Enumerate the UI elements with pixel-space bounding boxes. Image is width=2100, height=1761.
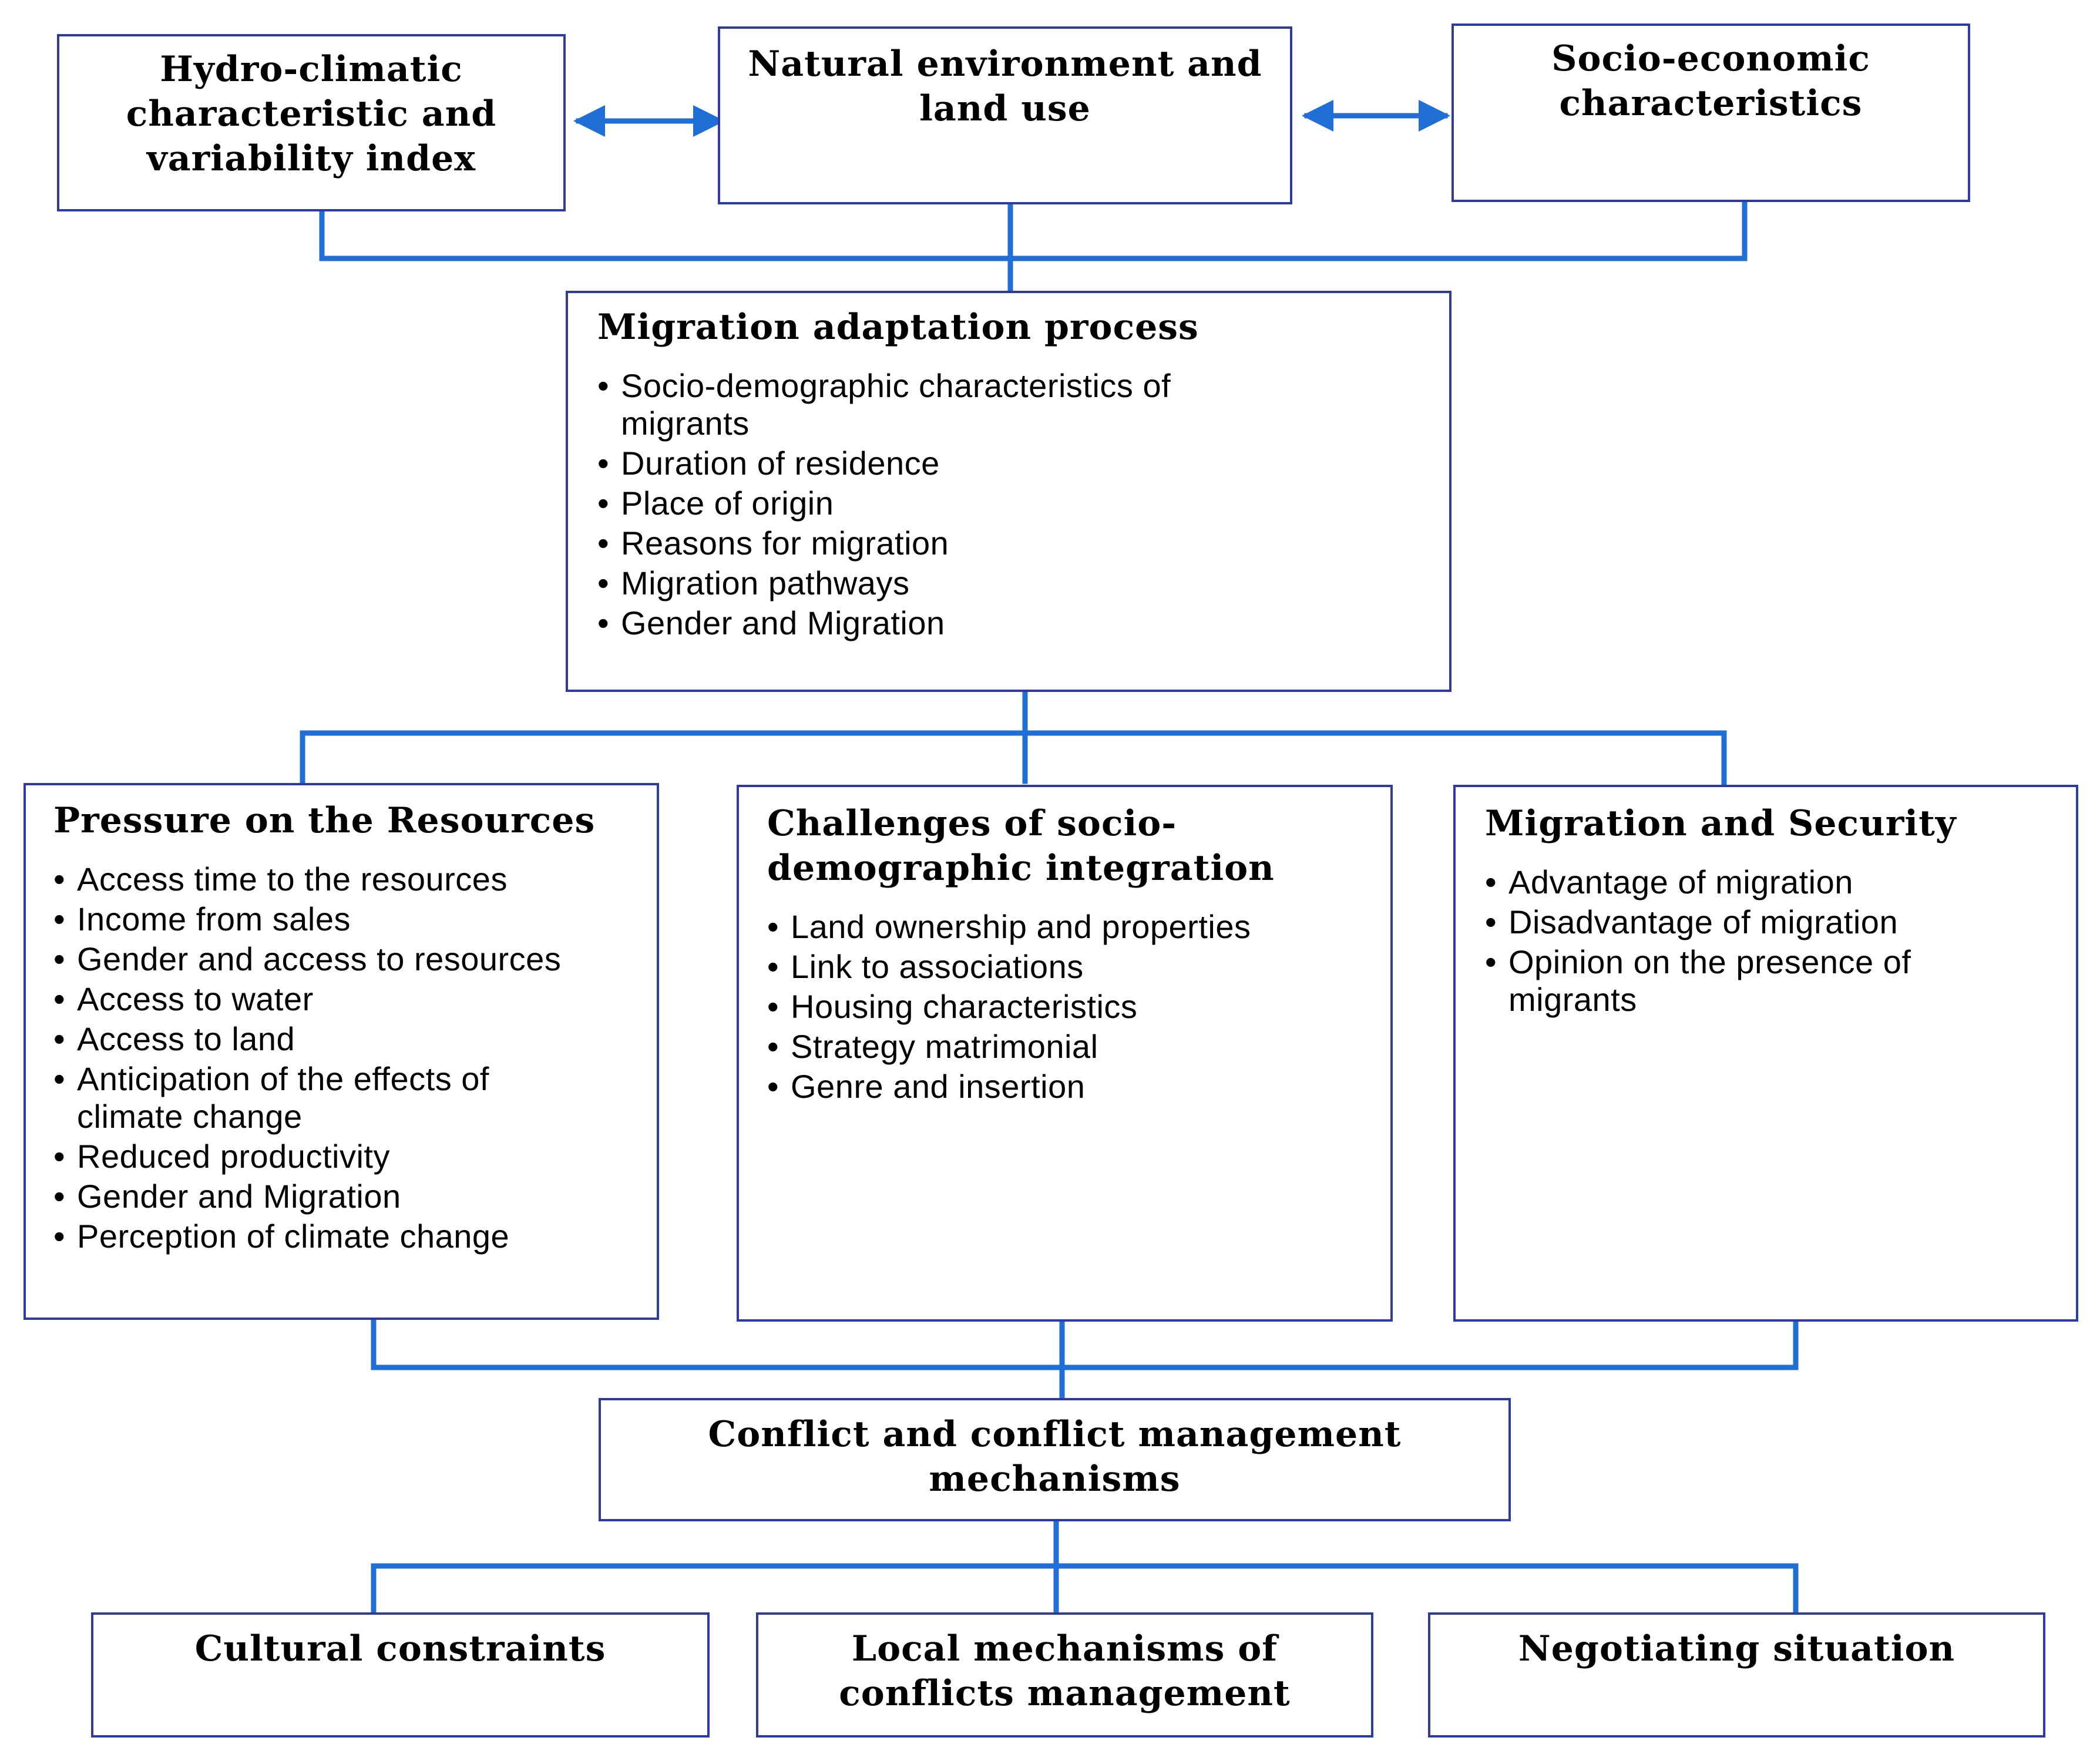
list-item: Reduced productivity: [53, 1138, 594, 1175]
cultural-constraints-box: Cultural constraints: [91, 1612, 710, 1738]
hydro-climatic-box: Hydro-climatic characteristic and variab…: [57, 34, 566, 211]
conflict-management-title: Conflict and conflict management mechani…: [708, 1414, 1402, 1500]
pressure-resources-box: Pressure on the Resources Access time to…: [23, 783, 659, 1320]
list-item: Gender and Migration: [53, 1178, 594, 1215]
list-item: Strategy matrimonial: [767, 1028, 1367, 1066]
list-item: Access to water: [53, 980, 594, 1018]
cultural-constraints-title: Cultural constraints: [194, 1628, 606, 1669]
natural-environment-title: Natural environment and land use: [748, 43, 1262, 129]
local-mechanisms-box: Local mechanisms of conflicts management: [756, 1612, 1373, 1738]
migration-adaptation-list: Socio-demographic characteristics of mig…: [597, 367, 1291, 642]
connector-migration-to-middle: [300, 689, 1727, 786]
list-item: Housing characteristics: [767, 988, 1367, 1026]
pressure-resources-title: Pressure on the Resources: [53, 800, 596, 841]
challenges-integration-box: Challenges of socio-demographic integrat…: [737, 785, 1393, 1322]
local-mechanisms-title: Local mechanisms of conflicts management: [839, 1628, 1291, 1714]
socio-economic-box: Socio-economic characteristics: [1451, 23, 1970, 202]
list-item: Anticipation of the effects of climate c…: [53, 1060, 594, 1135]
list-item: Disadvantage of migration: [1485, 903, 2014, 941]
connector-conflict-to-bottom: [371, 1518, 1799, 1615]
migration-adaptation-box: Migration adaptation process Socio-demog…: [566, 291, 1451, 692]
list-item: Place of origin: [597, 485, 1291, 522]
negotiating-situation-title: Negotiating situation: [1518, 1628, 1955, 1669]
list-item: Income from sales: [53, 900, 594, 938]
challenges-integration-title: Challenges of socio-demographic integrat…: [767, 803, 1275, 889]
list-item: Reasons for migration: [597, 525, 1291, 562]
list-item: Genre and insertion: [767, 1068, 1367, 1105]
list-item: Duration of residence: [597, 445, 1291, 482]
hydro-climatic-title: Hydro-climatic characteristic and variab…: [126, 49, 497, 179]
list-item: Migration pathways: [597, 564, 1291, 602]
natural-environment-box: Natural environment and land use: [718, 26, 1292, 204]
list-item: Land ownership and properties: [767, 908, 1367, 946]
migration-security-title: Migration and Security: [1485, 803, 1957, 844]
list-item: Perception of climate change: [53, 1218, 594, 1255]
migration-security-box: Migration and Security Advantage of migr…: [1453, 785, 2078, 1322]
list-item: Gender and Migration: [597, 604, 1291, 642]
connector-middle-to-conflict: [371, 1317, 1799, 1401]
migration-security-list: Advantage of migration Disadvantage of m…: [1485, 863, 2014, 1019]
list-item: Opinion on the presence of migrants: [1485, 943, 2014, 1019]
list-item: Gender and access to resources: [53, 940, 594, 978]
list-item: Advantage of migration: [1485, 863, 2014, 901]
conflict-management-box: Conflict and conflict management mechani…: [599, 1398, 1511, 1521]
pressure-resources-list: Access time to the resources Income from…: [53, 861, 594, 1255]
migration-adaptation-title: Migration adaptation process: [597, 307, 1199, 348]
challenges-integration-list: Land ownership and properties Link to as…: [767, 908, 1367, 1105]
socio-economic-title: Socio-economic characteristics: [1551, 38, 1870, 124]
connector-top-to-migration: [319, 199, 1748, 294]
list-item: Link to associations: [767, 948, 1367, 986]
list-item: Socio-demographic characteristics of mig…: [597, 367, 1291, 442]
list-item: Access to land: [53, 1020, 594, 1058]
list-item: Access time to the resources: [53, 861, 594, 898]
negotiating-situation-box: Negotiating situation: [1428, 1612, 2045, 1738]
